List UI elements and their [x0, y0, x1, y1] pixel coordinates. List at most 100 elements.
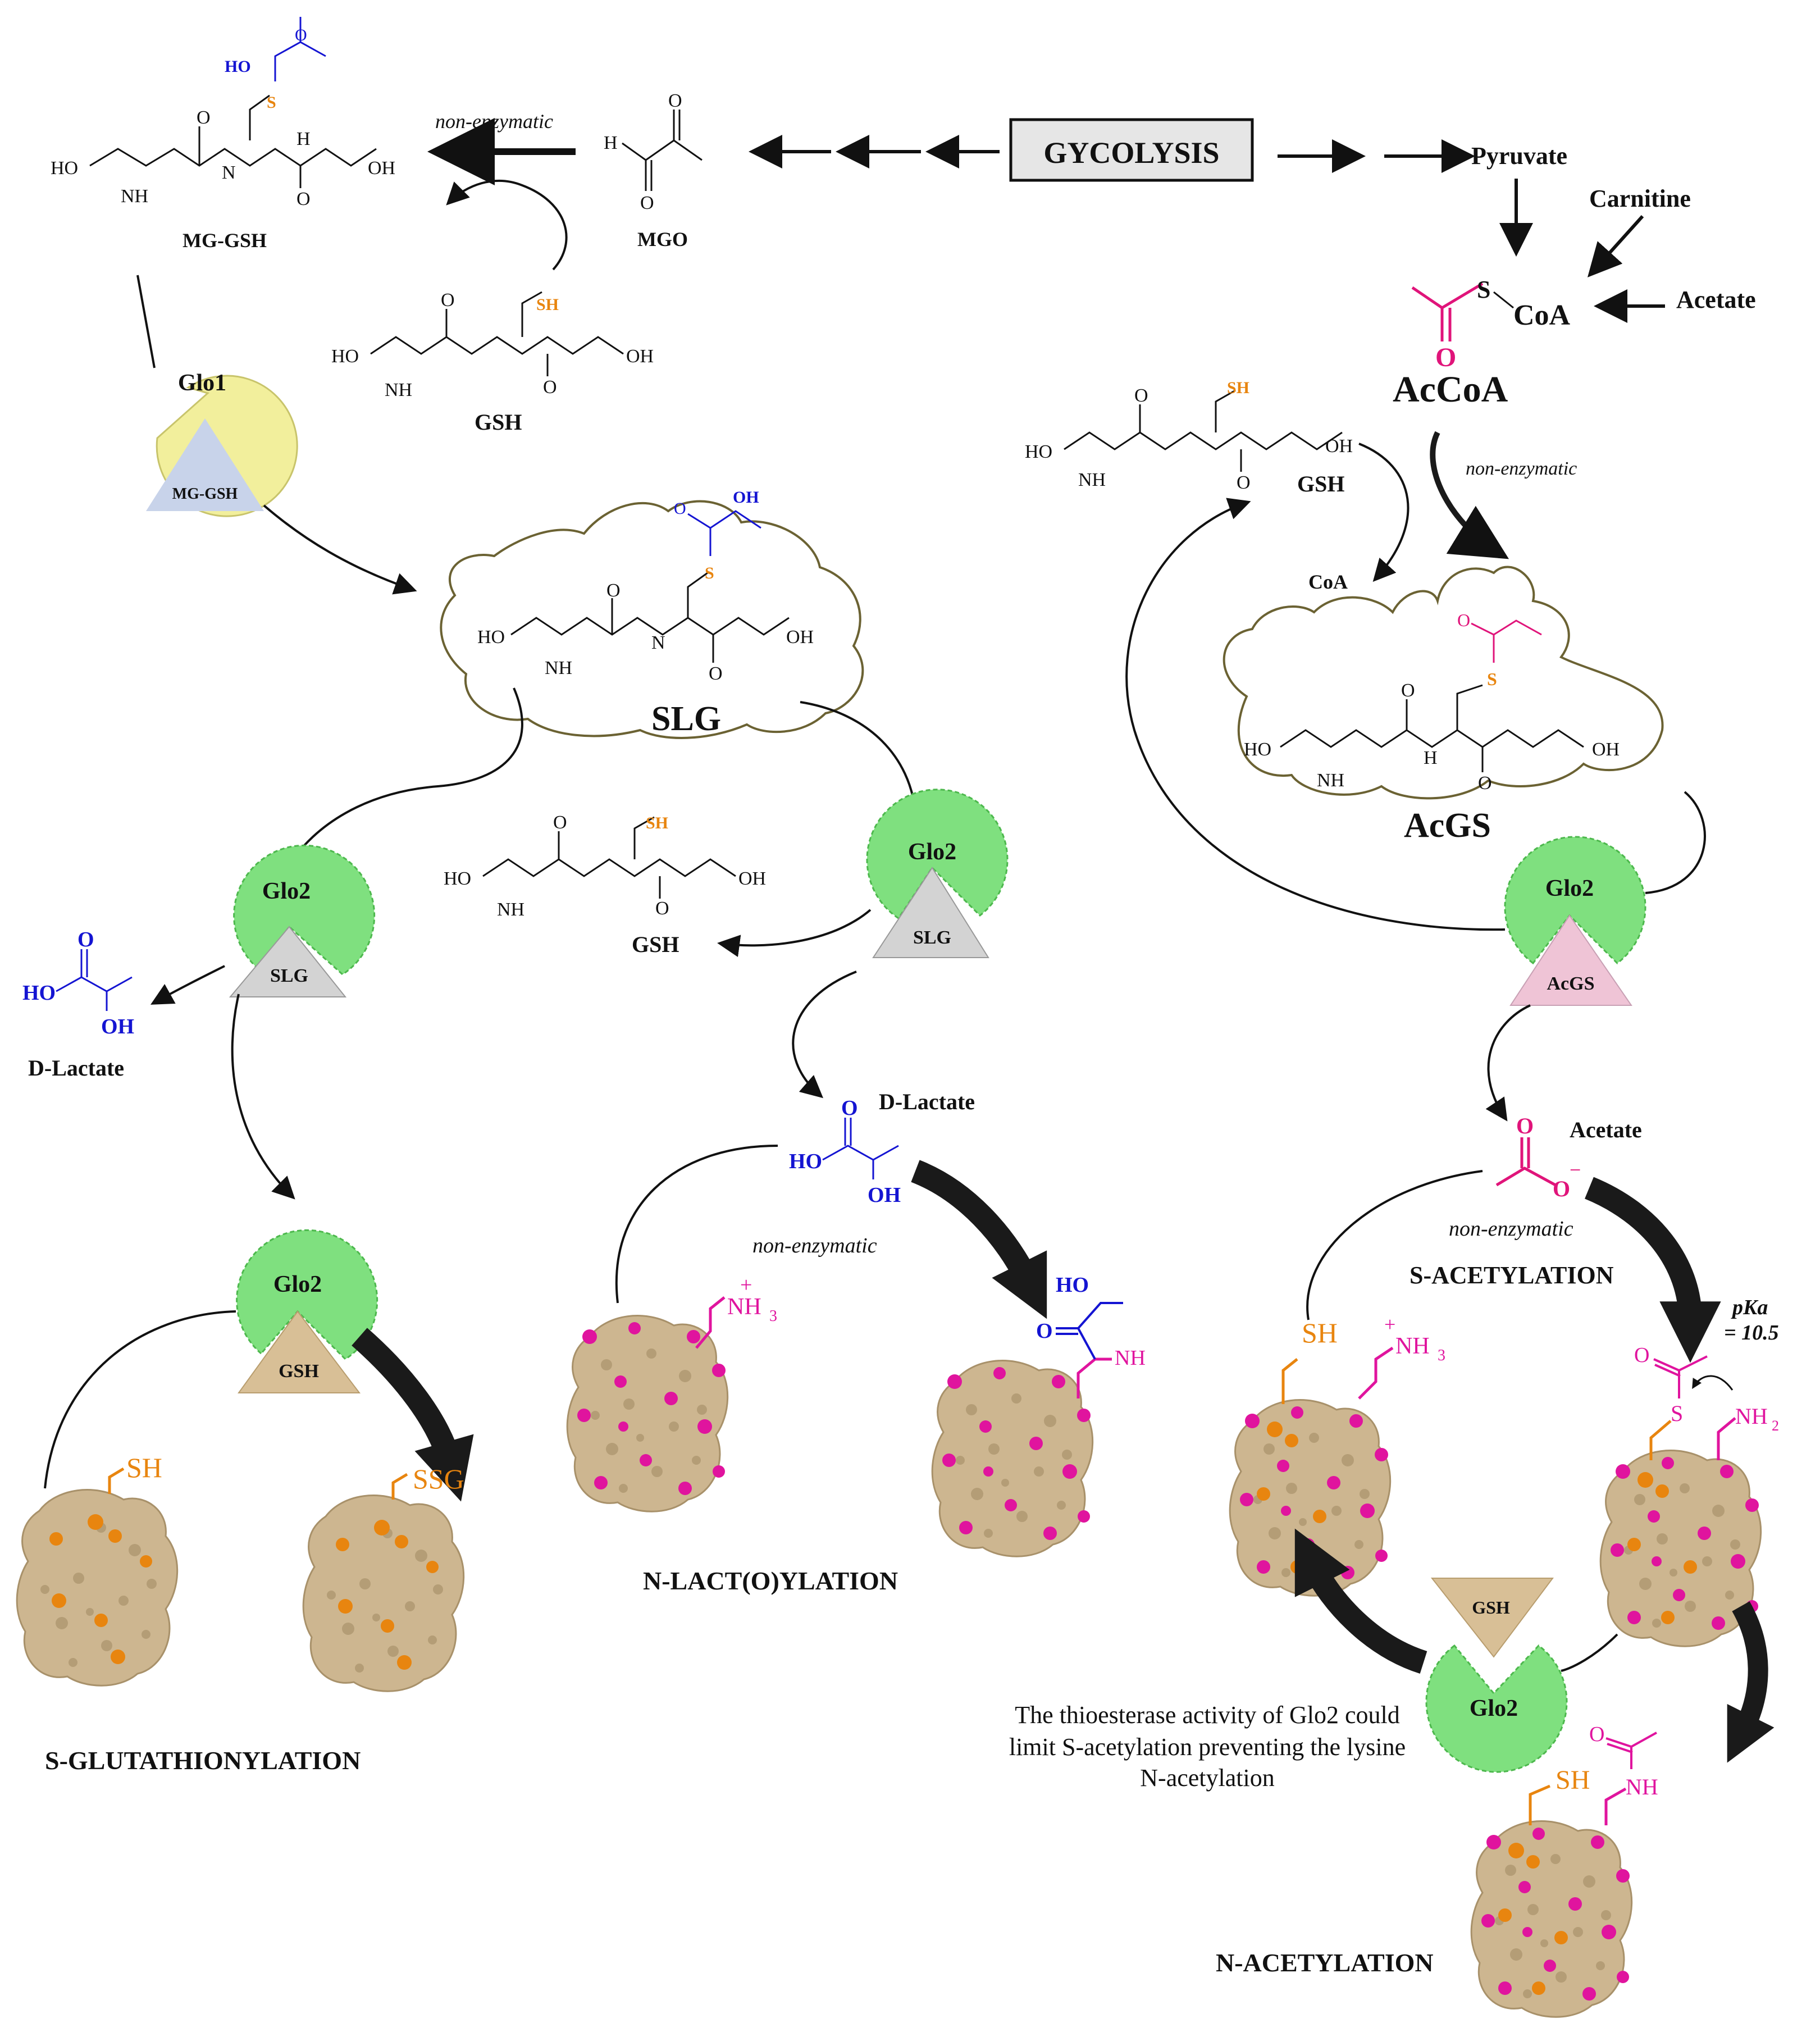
nh3-center-label: NH	[727, 1294, 761, 1320]
svg-text:Glo1: Glo1	[178, 370, 226, 396]
svg-text:SLG: SLG	[270, 965, 308, 986]
protein-surface-icon	[932, 1361, 1092, 1557]
acgs-cloud-outline	[1223, 566, 1664, 800]
gsh-top-label: GSH	[475, 409, 522, 435]
svg-text:O: O	[1589, 1723, 1604, 1746]
svg-text:Glo2: Glo2	[1545, 876, 1594, 901]
svg-text:O: O	[1036, 1319, 1053, 1343]
note-line1: The thioesterase activity of Glo2 could	[1015, 1701, 1399, 1729]
note-line3: N-acetylation	[1140, 1764, 1274, 1792]
svg-text:O: O	[640, 193, 654, 213]
protein-surface-icon	[1230, 1400, 1390, 1596]
acgs-structure: S O HO OH NH H O O	[1244, 610, 1620, 794]
svg-text:O: O	[1516, 1113, 1534, 1138]
svg-text:HO: HO	[1025, 441, 1052, 462]
nh3-right-label: NH	[1395, 1333, 1430, 1359]
n-acetylation-label: N-ACETYLATION	[1216, 1948, 1434, 1977]
note-line2: limit S-acetylation preventing the lysin…	[1009, 1733, 1406, 1761]
glo2-slg-left: Glo2 SLG	[229, 844, 376, 997]
svg-text:O: O	[1478, 773, 1492, 794]
svg-text:Glo2: Glo2	[908, 839, 956, 865]
svg-text:O: O	[295, 26, 307, 44]
svg-text:OH: OH	[868, 1183, 901, 1207]
glycolysis-box	[1009, 118, 1254, 182]
svg-text:HO: HO	[789, 1150, 822, 1173]
mggsh-structure: S HO O HO OH NH N H O O	[51, 17, 395, 209]
svg-text:S: S	[1671, 1401, 1683, 1426]
svg-text:OH: OH	[1325, 436, 1353, 457]
accoa-label: AcCoA	[1393, 369, 1508, 410]
svg-text:2: 2	[1772, 1418, 1779, 1434]
svg-text:O: O	[1634, 1343, 1649, 1367]
mgo-structure: H O O	[604, 90, 703, 213]
svg-text:+: +	[740, 1273, 752, 1297]
svg-text:O: O	[709, 663, 723, 684]
svg-text:O: O	[1553, 1176, 1570, 1201]
ssg-label: SSG	[413, 1463, 464, 1495]
svg-text:SH: SH	[1227, 379, 1249, 397]
svg-text:HO: HO	[444, 868, 471, 889]
slg-cloud-outline	[440, 500, 864, 739]
svg-text:S: S	[267, 93, 276, 112]
svg-text:HO: HO	[225, 57, 251, 76]
svg-text:O: O	[553, 812, 567, 833]
sh-right-label: SH	[1302, 1317, 1338, 1348]
svg-text:SLG: SLG	[913, 927, 951, 948]
accoa-structure: S CoA O	[1411, 276, 1571, 372]
svg-text:AcGS: AcGS	[1547, 973, 1595, 994]
svg-text:NH: NH	[545, 658, 572, 678]
s-glutathionylation-label: S-GLUTATHIONYLATION	[45, 1746, 361, 1775]
svg-text:MG-GSH: MG-GSH	[172, 485, 238, 503]
svg-text:OH: OH	[626, 346, 654, 367]
svg-text:H: H	[604, 133, 618, 153]
nh-bottom-label: NH	[1626, 1774, 1658, 1799]
protein-surface-icon	[303, 1496, 463, 1692]
svg-text:N: N	[651, 632, 665, 653]
svg-text:HO: HO	[477, 627, 505, 648]
carnitine-label: Carnitine	[1589, 185, 1691, 212]
svg-text:NH: NH	[121, 186, 148, 207]
acetate-right-label: Acetate	[1570, 1117, 1642, 1142]
protein-surface-icon	[567, 1316, 727, 1512]
d-lactate-left-label: D-Lactate	[28, 1055, 124, 1081]
svg-text:NH: NH	[1317, 770, 1344, 791]
svg-text:OH: OH	[1592, 739, 1620, 760]
glycolysis-label: GYCOLYSIS	[1043, 136, 1219, 170]
svg-text:O: O	[197, 107, 211, 128]
svg-text:S: S	[705, 564, 714, 582]
acgs-complex-label: AcGS	[1404, 807, 1491, 845]
svg-text:Glo2: Glo2	[262, 878, 311, 904]
non-enzymatic-right-label: non-enzymatic	[1466, 458, 1577, 479]
svg-text:S: S	[1487, 669, 1497, 689]
svg-text:O: O	[441, 290, 455, 311]
svg-text:OH: OH	[733, 488, 759, 507]
nh-center-label: NH	[1115, 1346, 1146, 1370]
gsh-middle-label: GSH	[632, 932, 679, 957]
svg-text:O: O	[297, 189, 311, 209]
svg-text:+: +	[1384, 1313, 1395, 1336]
svg-text:SH: SH	[536, 295, 559, 314]
svg-text:3: 3	[1438, 1347, 1445, 1364]
mgo-label: MGO	[637, 228, 688, 250]
svg-text:O: O	[1435, 343, 1456, 372]
non-enzymatic-top-label: non-enzymatic	[435, 110, 553, 133]
pyruvate-label: Pyruvate	[1471, 142, 1567, 170]
protein-surface-icon	[1471, 1821, 1631, 2017]
svg-text:O: O	[841, 1096, 858, 1120]
glo2-acgs-right: Glo2 AcGS	[1504, 836, 1646, 1006]
svg-text:Glo2: Glo2	[273, 1272, 322, 1297]
svg-text:Glo2: Glo2	[1470, 1696, 1518, 1721]
d-lactate-center-label: D-Lactate	[879, 1089, 975, 1114]
svg-text:CoA: CoA	[1513, 299, 1571, 331]
glo2-gsh-right: Glo2 GSH	[1425, 1578, 1568, 1773]
gsh-right-label: GSH	[1297, 471, 1344, 496]
svg-text:O: O	[1457, 610, 1470, 630]
svg-text:OH: OH	[786, 627, 814, 648]
svg-text:O: O	[543, 377, 557, 398]
svg-text:3: 3	[769, 1307, 777, 1325]
d-lactate-center-structure: HO O OH	[789, 1096, 901, 1207]
svg-text:O: O	[674, 499, 686, 518]
d-lactate-left-structure: HO O OH	[22, 928, 134, 1038]
mggsh-label: MG-GSH	[183, 229, 267, 252]
s-acetylation-label: S-ACETYLATION	[1410, 1261, 1614, 1289]
